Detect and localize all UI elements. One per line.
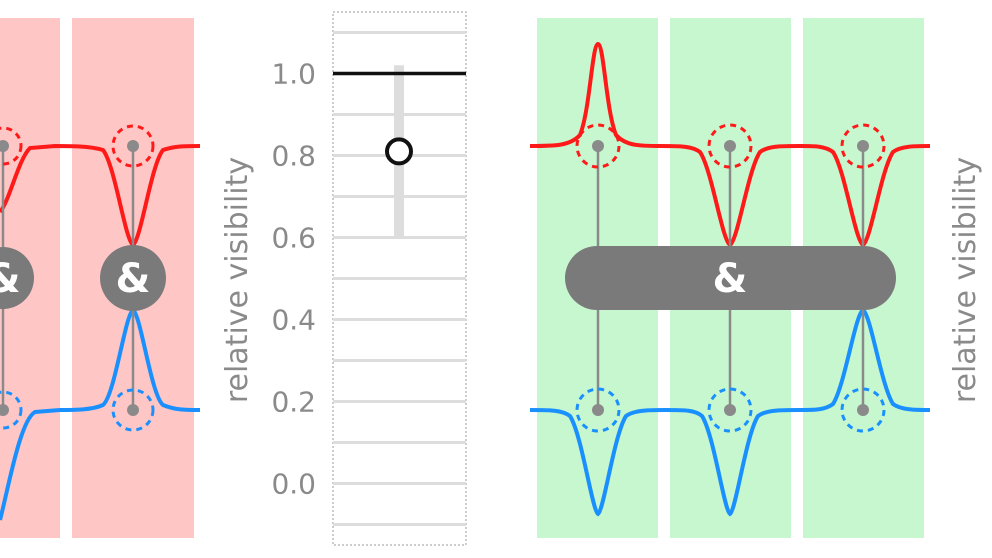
tick-label-0.6: 0.6 xyxy=(271,222,316,255)
left-gate-2-symbol: & xyxy=(116,256,151,302)
left-gate-1-symbol: & xyxy=(0,256,20,302)
left-blue-curve xyxy=(0,307,201,521)
left-blue-dashed-circle-1 xyxy=(0,390,23,430)
right-blue-dashed-circle-3 xyxy=(840,387,886,433)
right-dot-top-3 xyxy=(857,140,869,152)
right-gate xyxy=(565,246,896,310)
right-red-dashed-circle-3 xyxy=(840,123,886,169)
left-panel: & & relative visibility xyxy=(0,18,255,538)
right-dot-top-2 xyxy=(724,140,736,152)
right-dot-bottom-3 xyxy=(857,404,869,416)
tick-label-0.8: 0.8 xyxy=(271,140,316,173)
left-red-curve xyxy=(0,143,201,248)
chart-tick-labels: 1.0 0.8 0.6 0.4 0.2 0.0 xyxy=(271,58,316,501)
tick-label-1.0: 1.0 xyxy=(271,58,316,91)
left-dot-bottom-2 xyxy=(127,404,139,416)
tick-label-0.0: 0.0 xyxy=(271,468,316,501)
right-red-dashed-circle-2 xyxy=(707,123,753,169)
left-blue-dashed-circle-2 xyxy=(111,388,155,432)
right-panel: & relative visibility xyxy=(529,18,983,538)
visibility-chart: 1.0 0.8 0.6 0.4 0.2 0.0 xyxy=(271,11,467,546)
right-dot-bottom-2 xyxy=(724,404,736,416)
right-axis-label: relative visibility xyxy=(948,157,983,403)
left-red-dashed-circle-1 xyxy=(0,126,23,166)
left-axis-label: relative visibility xyxy=(220,157,255,403)
left-dot-top-1 xyxy=(0,140,9,152)
tick-label-0.2: 0.2 xyxy=(271,386,316,419)
right-blue-dashed-circle-2 xyxy=(707,387,753,433)
right-gate-symbol: & xyxy=(713,256,748,302)
left-gate-1 xyxy=(0,247,34,309)
tick-label-0.4: 0.4 xyxy=(271,304,316,337)
left-dot-top-2 xyxy=(127,140,139,152)
left-red-dashed-circle-2 xyxy=(111,124,155,168)
right-dot-bottom-1 xyxy=(592,404,604,416)
left-gate-2 xyxy=(100,245,166,311)
right-red-dashed-circle-1 xyxy=(575,123,621,169)
left-dot-bottom-1 xyxy=(0,404,9,416)
right-blue-dashed-circle-1 xyxy=(575,387,621,433)
data-point xyxy=(385,137,413,166)
right-dot-top-1 xyxy=(592,140,604,152)
